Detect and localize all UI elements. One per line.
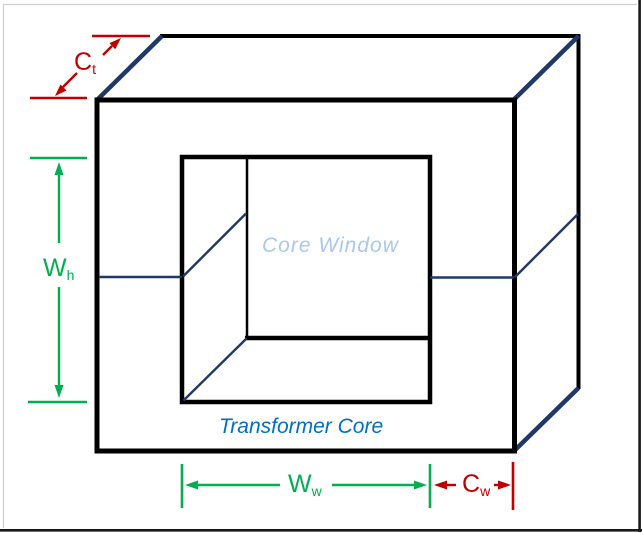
core-thickness-dimension: Ct bbox=[30, 34, 150, 100]
cw-right-arrowhead-icon bbox=[498, 480, 511, 490]
core-window-outline bbox=[179, 154, 433, 405]
ww-left-arrowhead-icon bbox=[185, 480, 198, 490]
window-width-dimension: Ww bbox=[180, 464, 432, 508]
core-thickness-label: Ct bbox=[74, 48, 96, 77]
window-height-dimension: Wh bbox=[28, 156, 87, 404]
ct-lower-arrow-stem bbox=[62, 72, 78, 88]
core-bottom-right-depth-edge bbox=[512, 386, 581, 453]
ct-upper-arrow-stem bbox=[102, 45, 113, 56]
wh-down-arrowhead-icon bbox=[54, 385, 64, 398]
transformer-core-label: Transformer Core bbox=[219, 415, 383, 438]
ww-right-arrowhead-icon bbox=[414, 480, 427, 490]
window-width-label: Ww bbox=[288, 470, 323, 499]
cw-left-arrowhead-icon bbox=[434, 480, 447, 490]
window-height-label: Wh bbox=[43, 254, 74, 283]
ct-upper-arrowhead-icon bbox=[109, 38, 121, 50]
ct-lower-arrowhead-icon bbox=[55, 84, 67, 96]
joint-line-left-inner-wall bbox=[182, 212, 247, 278]
core-width-label: Cw bbox=[462, 470, 491, 499]
frame-top-left-line bbox=[2, 3, 637, 528]
wh-up-arrowhead-icon bbox=[54, 162, 64, 175]
core-top-left-depth-edge bbox=[95, 34, 164, 102]
core-window-label: Core Window bbox=[262, 234, 400, 257]
joint-line-right-outer-face bbox=[513, 213, 579, 279]
transformer-core-diagram bbox=[94, 34, 581, 454]
core-front-face-outline bbox=[94, 97, 517, 454]
window-bottom-left-depth-edge bbox=[182, 337, 248, 402]
core-width-dimension: Cw bbox=[434, 462, 515, 510]
core-top-right-depth-edge bbox=[511, 34, 581, 102]
